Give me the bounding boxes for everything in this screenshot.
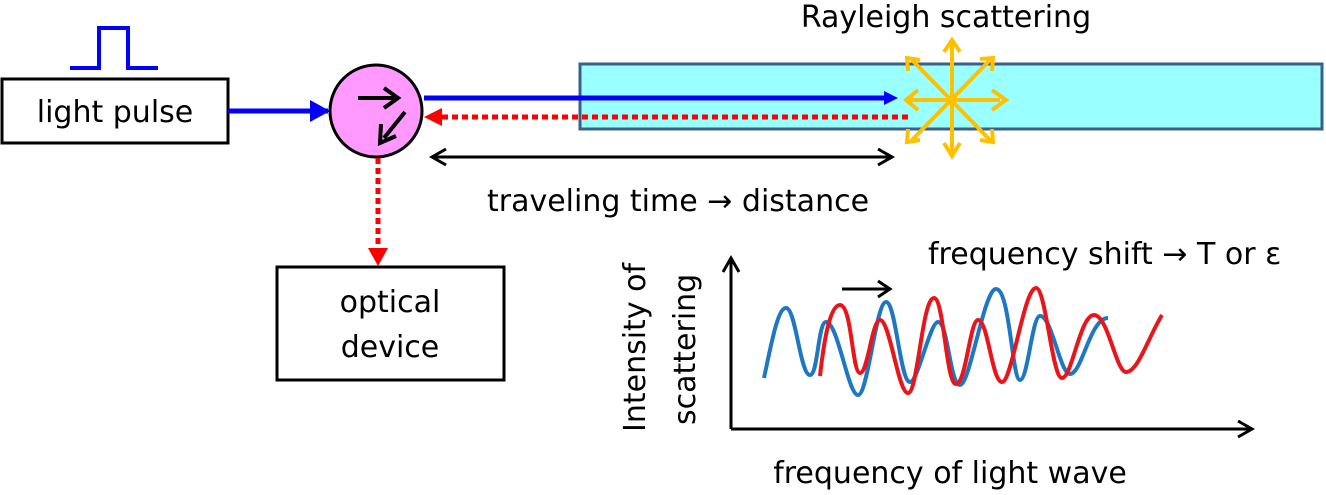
frequency-shift-label: frequency shift → T or ε bbox=[928, 237, 1281, 272]
circulator bbox=[328, 63, 424, 159]
x-axis-label: frequency of light wave bbox=[773, 456, 1127, 491]
reference-spectrum-line bbox=[762, 286, 1109, 398]
optical-device-box: optical device bbox=[275, 265, 506, 382]
spectrum-axes bbox=[721, 254, 1256, 439]
y-axis-label-2: scattering bbox=[668, 274, 703, 425]
input-arrowhead bbox=[310, 100, 330, 122]
optical-device-label-2: device bbox=[341, 330, 440, 365]
light-pulse-box: light pulse bbox=[0, 77, 230, 145]
pulse-icon bbox=[70, 26, 158, 70]
optical-device-label-1: optical bbox=[340, 285, 441, 320]
traveling-time-label: traveling time → distance bbox=[487, 184, 869, 219]
y-axis-label-1: Intensity of bbox=[618, 262, 653, 432]
light-pulse-label: light pulse bbox=[37, 95, 194, 130]
scatter-star-icon bbox=[902, 36, 1010, 160]
distance-arrow bbox=[428, 147, 896, 167]
shifted-spectrum-line bbox=[818, 285, 1164, 396]
shift-arrow-icon bbox=[842, 279, 893, 299]
rayleigh-title: Rayleigh scattering bbox=[801, 0, 1091, 35]
